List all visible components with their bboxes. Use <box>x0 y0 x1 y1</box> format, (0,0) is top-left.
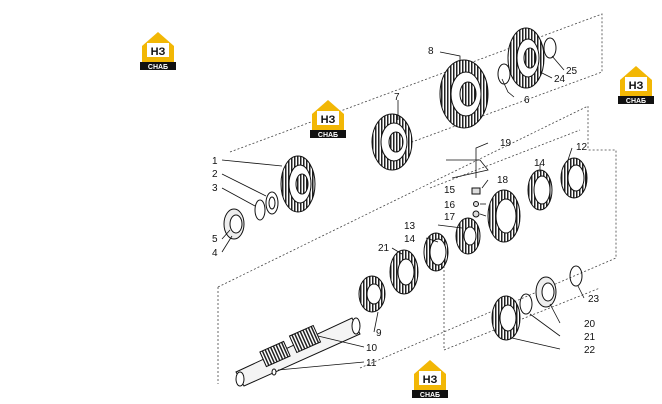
callout-7: 7 <box>394 92 400 103</box>
logo-mark-text: НЗ <box>629 80 644 92</box>
ring-23 <box>569 265 583 287</box>
washer-2 <box>265 191 279 215</box>
logo-mark-text: НЗ <box>321 114 336 126</box>
callout-21-lower: 21 <box>584 332 596 343</box>
logo-caption: СНАБ <box>420 392 440 399</box>
callout-17: 17 <box>444 212 456 223</box>
small-parts-15-17 <box>471 187 481 218</box>
ring-21-lower <box>519 293 533 315</box>
callout-3: 3 <box>212 183 218 194</box>
logo-caption: СНАБ <box>148 64 168 71</box>
logo-bottom: НЗ СНАБ <box>412 360 448 399</box>
hub-7 <box>371 113 413 171</box>
logo-top-left: НЗ СНАБ <box>140 32 176 71</box>
gear-1 <box>280 155 316 213</box>
pin-11 <box>271 368 277 376</box>
gear-8 <box>439 59 489 129</box>
callout-labels: 1 2 3 4 5 6 7 8 9 10 11 12 13 14 14 15 1… <box>212 46 600 369</box>
sleeve-18 <box>487 189 521 243</box>
callout-11: 11 <box>366 358 377 369</box>
callout-18: 18 <box>497 175 509 186</box>
callout-2: 2 <box>212 169 218 180</box>
logo-middle: НЗ СНАБ <box>310 100 346 139</box>
callout-1: 1 <box>212 156 218 167</box>
bearing-4 <box>223 208 245 240</box>
logo-caption: СНАБ <box>626 98 646 105</box>
ring-14-lower <box>423 232 449 272</box>
callout-12: 12 <box>576 142 588 153</box>
callout-14-lower: 14 <box>404 234 416 245</box>
callout-19: 19 <box>500 138 512 149</box>
callout-22: 22 <box>584 345 596 356</box>
callout-15: 15 <box>444 185 456 196</box>
washer-3 <box>254 199 266 221</box>
logo-mark-text: НЗ <box>423 374 438 386</box>
callout-10: 10 <box>366 343 378 354</box>
callout-5: 5 <box>212 234 218 245</box>
gear-24 <box>507 27 545 89</box>
group-frame-upper <box>217 13 617 384</box>
logo-mark-text: НЗ <box>151 46 166 58</box>
main-shaft <box>235 317 361 387</box>
ring-14-upper <box>527 169 553 211</box>
callout-13: 13 <box>404 221 416 232</box>
callout-14-upper: 14 <box>534 158 546 169</box>
logo-right: НЗ СНАБ <box>618 66 654 105</box>
callout-8: 8 <box>428 46 434 57</box>
callout-23: 23 <box>588 294 600 305</box>
callout-24: 24 <box>554 74 566 85</box>
leader-lines <box>221 51 585 371</box>
callout-20: 20 <box>584 319 596 330</box>
ring-12 <box>560 157 588 199</box>
callout-21-upper: 21 <box>378 243 390 254</box>
callout-4: 4 <box>212 248 218 259</box>
gear-21 <box>389 249 419 295</box>
synchro-13 <box>455 217 481 255</box>
logo-caption: СНАБ <box>318 132 338 139</box>
callout-16: 16 <box>444 200 456 211</box>
ring-6 <box>497 63 511 85</box>
gear-22 <box>491 295 521 341</box>
callout-25: 25 <box>566 66 578 77</box>
bearing-20 <box>535 276 557 308</box>
callout-9: 9 <box>376 328 382 339</box>
gear-9 <box>358 275 386 313</box>
ring-25 <box>543 37 557 59</box>
callout-6: 6 <box>524 95 530 106</box>
